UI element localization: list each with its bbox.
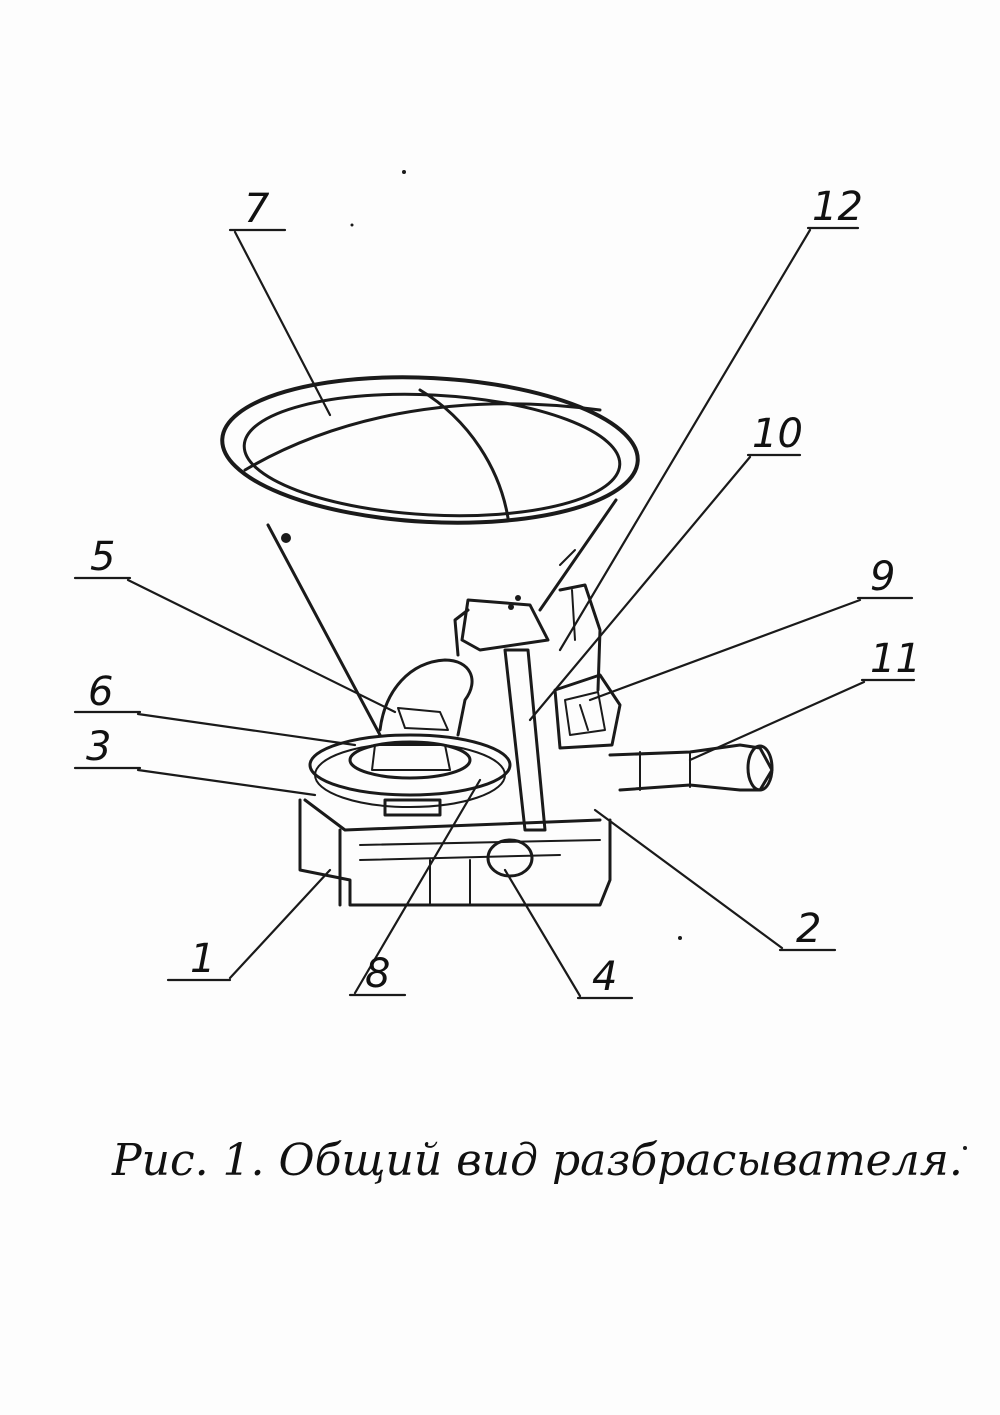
leader-lines — [73, 226, 916, 1000]
base-frame — [298, 798, 612, 907]
callout-3: 3 — [86, 724, 111, 770]
gearbox — [553, 673, 622, 750]
figure-caption: Рис. 1. Общий вид разбрасывателя. — [111, 1135, 963, 1186]
callout-5: 5 — [90, 534, 115, 580]
callout-11: 11 — [870, 636, 921, 682]
callout-2: 2 — [796, 906, 821, 952]
mounting-bracket — [453, 583, 602, 832]
dome-cover — [378, 658, 474, 737]
callout-9: 9 — [870, 554, 895, 600]
spinner-disc — [308, 733, 512, 817]
callout-10: 10 — [752, 411, 803, 457]
callout-7: 7 — [244, 186, 270, 232]
callout-8: 8 — [365, 951, 390, 997]
callout-6: 6 — [88, 669, 113, 715]
callout-labels: 7 12 10 9 11 5 6 3 1 8 4 2 — [86, 184, 921, 1000]
callout-4: 4 — [592, 954, 617, 1000]
scan-noise — [350, 170, 967, 1150]
hopper — [220, 375, 640, 737]
pto-shaft — [608, 743, 774, 792]
callout-1: 1 — [190, 936, 215, 982]
callout-12: 12 — [812, 184, 863, 230]
